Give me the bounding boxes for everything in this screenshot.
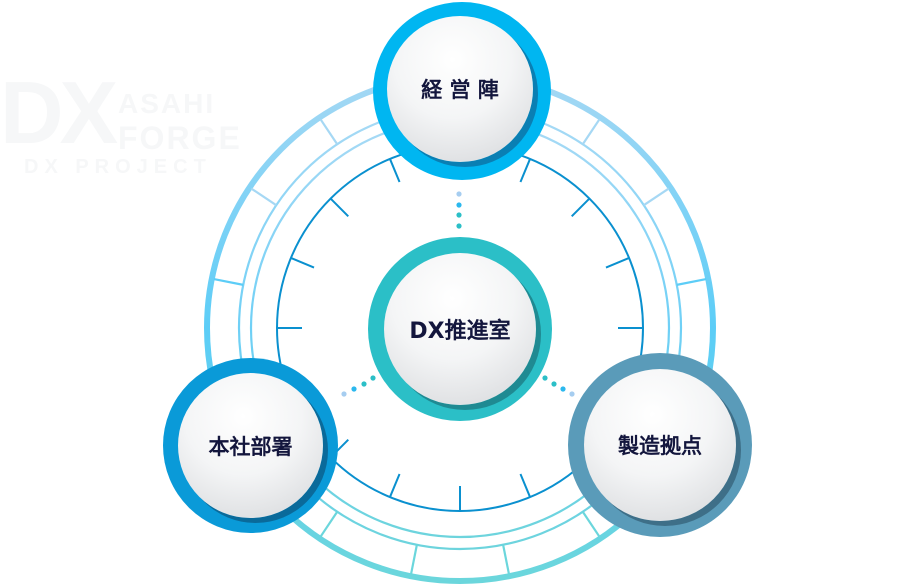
watermark-asahi: ASAHI [118,88,216,119]
node-label-manufacturing: 製造拠点 [618,434,702,458]
node-label-dx-office: DX推進室 [409,319,511,344]
node-disk: 経 営 陣 [387,16,533,162]
node-headquarters[interactable]: 本社部署 [163,358,338,533]
node-top-management[interactable]: 経 営 陣 [373,2,551,180]
node-disk: 本社部署 [178,373,323,518]
watermark-forge: FORGE [118,120,242,156]
watermark-logo-dx: DX [0,63,118,162]
node-label-headquarters: 本社部署 [208,434,293,459]
node-label-management: 経 営 陣 [421,78,499,102]
node-manufacturing-sites[interactable]: 製造拠点 [568,353,752,537]
node-disk: 製造拠点 [584,369,736,521]
watermark-dx-project: DX PROJECT [24,156,212,178]
node-disk: DX推進室 [384,253,536,405]
node-dx-office[interactable]: DX推進室 [368,237,552,421]
